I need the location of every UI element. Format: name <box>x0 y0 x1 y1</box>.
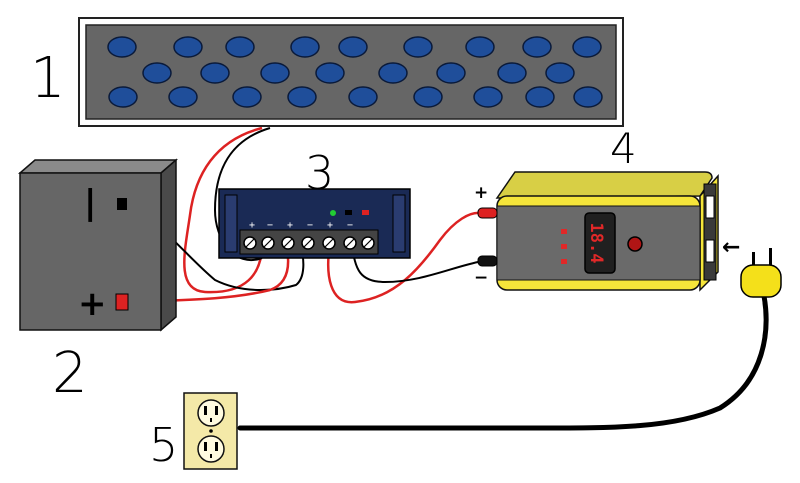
inverter-power-button[interactable] <box>627 236 643 252</box>
controller-led-red <box>362 210 369 215</box>
inverter-negative-terminal <box>477 255 498 267</box>
solar-cell <box>338 36 368 58</box>
battery-positive-symbol: + <box>78 284 107 324</box>
solar-cell <box>465 36 495 58</box>
solar-cell <box>107 36 137 58</box>
inverter-indicator-2 <box>561 244 567 249</box>
solar-cell <box>290 36 320 58</box>
controller-led-green <box>330 210 336 216</box>
inverter-input-arrow: ← <box>722 235 740 260</box>
wire-panel-positive <box>183 126 264 294</box>
screw-slot <box>303 238 313 248</box>
controller-terminal-sign: + <box>287 220 293 231</box>
solar-cell <box>545 62 575 84</box>
solar-cell <box>173 36 203 58</box>
inverter-positive-symbol: + <box>474 183 488 203</box>
solar-cell <box>108 86 138 108</box>
solar-cell <box>315 62 345 84</box>
solar-cell <box>473 86 503 108</box>
solar-panel <box>78 17 624 127</box>
solar-cell <box>232 86 262 108</box>
controller-terminals: + − + − + − <box>243 220 375 250</box>
label-panel-number: 1 <box>30 46 66 111</box>
outlet-socket-top <box>197 399 225 427</box>
battery: | + <box>17 158 179 332</box>
wall-outlet <box>183 392 238 470</box>
battery-positive-terminal <box>115 293 129 311</box>
label-outlet-number: 5 <box>149 418 178 472</box>
battery-negative-symbol: | <box>84 183 96 223</box>
plug-prong-left <box>752 252 755 268</box>
power-plug <box>740 248 782 298</box>
solar-cell <box>260 62 290 84</box>
inverter-display-value: 18.4 <box>586 223 606 264</box>
controller-right-tab <box>392 194 406 253</box>
controller-terminal-sign: + <box>249 220 255 231</box>
solar-cell <box>573 86 603 108</box>
screw-slot <box>245 238 255 248</box>
controller-terminal-sign: − <box>267 220 273 231</box>
solar-cell <box>572 36 602 58</box>
label-inverter-number: 4 <box>610 124 637 173</box>
battery-negative-terminal <box>117 198 127 210</box>
solar-cell <box>378 62 408 84</box>
battery-side <box>160 158 177 332</box>
solar-cells <box>107 36 603 108</box>
outlet-screw <box>209 429 213 433</box>
controller-terminal-sign: + <box>327 220 333 231</box>
controller-terminal-sign: − <box>347 220 353 231</box>
inverter-display <box>584 212 616 274</box>
controller-left-tab <box>224 194 238 253</box>
label-controller-number: 3 <box>305 146 334 200</box>
screw-slot <box>283 238 293 248</box>
charge-controller: + − + − + − <box>218 188 411 259</box>
outlet-socket-bottom <box>197 435 225 463</box>
plug-prong-right <box>769 248 772 268</box>
solar-cell <box>522 36 552 58</box>
plug-head <box>740 264 782 298</box>
solar-cell <box>168 86 198 108</box>
inverter-usb-bottom <box>705 239 715 263</box>
controller-terminal-sign: − <box>307 220 313 231</box>
solar-cell <box>436 62 466 84</box>
inverter-top <box>495 171 713 199</box>
solar-cell <box>287 86 317 108</box>
solar-cell <box>403 36 433 58</box>
inverter: 18.4 + − ← <box>474 171 740 292</box>
battery-top <box>17 159 179 174</box>
wire-load-positive <box>327 211 481 304</box>
screw-slot <box>324 238 334 248</box>
controller-led-black <box>345 210 352 215</box>
battery-body <box>19 172 162 331</box>
solar-cell <box>413 86 443 108</box>
inverter-positive-terminal <box>477 207 498 219</box>
label-battery-number: 2 <box>52 341 88 406</box>
solar-cell <box>225 36 255 58</box>
solar-cell <box>497 62 527 84</box>
inverter-indicator-3 <box>561 259 567 264</box>
screw-slot <box>263 238 273 248</box>
solar-cell <box>200 62 230 84</box>
inverter-indicator-1 <box>561 229 567 234</box>
screw-slot <box>363 238 373 248</box>
solar-cell <box>142 62 172 84</box>
solar-cell <box>348 86 378 108</box>
power-cord <box>237 293 769 431</box>
wire-load-negative <box>351 243 479 284</box>
inverter-usb-top <box>705 195 715 219</box>
screw-slot <box>345 238 355 248</box>
solar-cell <box>525 86 555 108</box>
inverter-negative-symbol: − <box>474 268 488 288</box>
